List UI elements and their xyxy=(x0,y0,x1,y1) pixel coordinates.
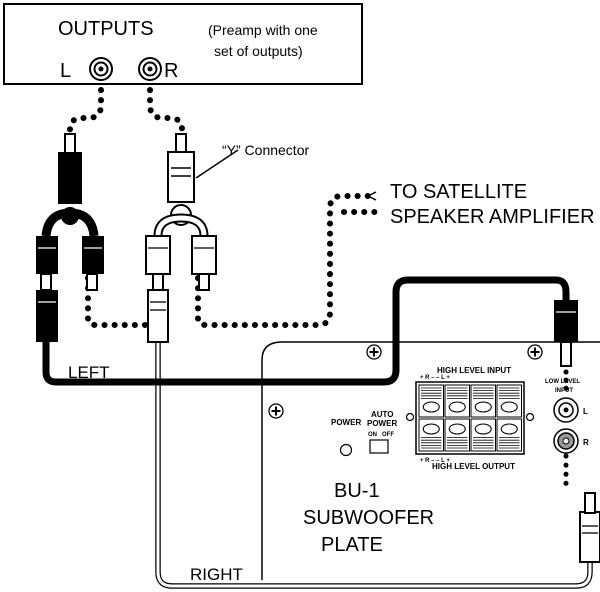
y-splitter-left xyxy=(36,133,104,291)
output-right-label: R xyxy=(164,60,178,82)
auto-power-off-label: OFF xyxy=(382,432,394,438)
speaker-terminal[interactable] xyxy=(470,418,496,452)
low-level-label-2: INPUT xyxy=(555,388,573,394)
speaker-terminal[interactable] xyxy=(444,384,470,418)
low-level-jack-right xyxy=(553,428,579,454)
y-splitter-right xyxy=(145,133,217,291)
speaker-terminal[interactable] xyxy=(418,384,444,418)
auto-power-label-2: POWER xyxy=(367,419,397,428)
cable-right xyxy=(155,342,593,589)
preamp-note-line2: set of outputs) xyxy=(214,43,303,59)
y-connector-pointer xyxy=(195,149,239,179)
rca-plug-left-cable xyxy=(36,290,58,342)
rca-plug-right-cable xyxy=(147,289,169,343)
low-level-label-1: LOW LEVEL xyxy=(545,379,580,385)
satellite-line2: SPEAKER AMPLIFIER xyxy=(390,206,595,228)
left-cable-label: LEFT xyxy=(68,363,110,382)
high-level-output-label: HIGH LEVEL OUTPUT xyxy=(432,462,515,471)
cable-preamp-right xyxy=(147,87,185,135)
speaker-terminal[interactable] xyxy=(496,418,522,452)
cable-preamp-left xyxy=(67,87,104,135)
rca-plug-right-input xyxy=(579,492,600,563)
rca-jack-left xyxy=(89,57,113,81)
plate-screw-2 xyxy=(527,344,543,360)
polarity-bottom-label: + R – – L + xyxy=(420,458,450,464)
auto-power-label-1: AUTO xyxy=(371,410,394,419)
auto-power-on-label: ON xyxy=(368,432,377,438)
right-cable-label: RIGHT xyxy=(190,565,243,584)
cable-left xyxy=(42,276,570,386)
plate-screw-1 xyxy=(366,344,382,360)
preamp-box: OUTPUTS (Preamp with one set of outputs)… xyxy=(3,3,363,85)
preamp-note-line1: (Preamp with one xyxy=(208,22,318,38)
speaker-terminal[interactable] xyxy=(418,418,444,452)
output-left-label: L xyxy=(60,60,71,82)
speaker-terminal[interactable] xyxy=(470,384,496,418)
rca-plug-left-input xyxy=(554,300,578,367)
cable-satellite xyxy=(195,193,371,328)
subwoofer-plate-outline xyxy=(261,341,600,580)
satellite-arrow xyxy=(367,191,377,201)
plate-name-line3: PLATE xyxy=(321,534,383,556)
plate-screw-3 xyxy=(268,403,284,419)
rca-jack-right xyxy=(138,57,162,81)
high-level-input-label: HIGH LEVEL INPUT xyxy=(437,366,511,375)
polarity-top-label: + R – – L + xyxy=(420,375,450,381)
cable-left-return xyxy=(85,275,163,328)
auto-power-switch[interactable] xyxy=(369,439,389,454)
low-level-r-label: R xyxy=(583,438,589,447)
speaker-terminal[interactable] xyxy=(496,384,522,418)
satellite-line1: TO SATELLITE xyxy=(390,181,527,203)
plate-name-line1: BU-1 xyxy=(334,480,380,502)
dotted-cables xyxy=(67,87,379,328)
outputs-title: OUTPUTS xyxy=(58,18,154,40)
low-level-jack-left xyxy=(553,397,579,423)
plate-name-line2: SUBWOOFER xyxy=(303,507,434,529)
power-label: POWER xyxy=(331,418,361,427)
speaker-terminal[interactable] xyxy=(444,418,470,452)
power-led xyxy=(339,443,353,457)
y-connector-label: “Y” Connector xyxy=(222,142,309,158)
high-level-terminal-block xyxy=(405,381,535,455)
low-level-l-label: L xyxy=(583,407,588,416)
